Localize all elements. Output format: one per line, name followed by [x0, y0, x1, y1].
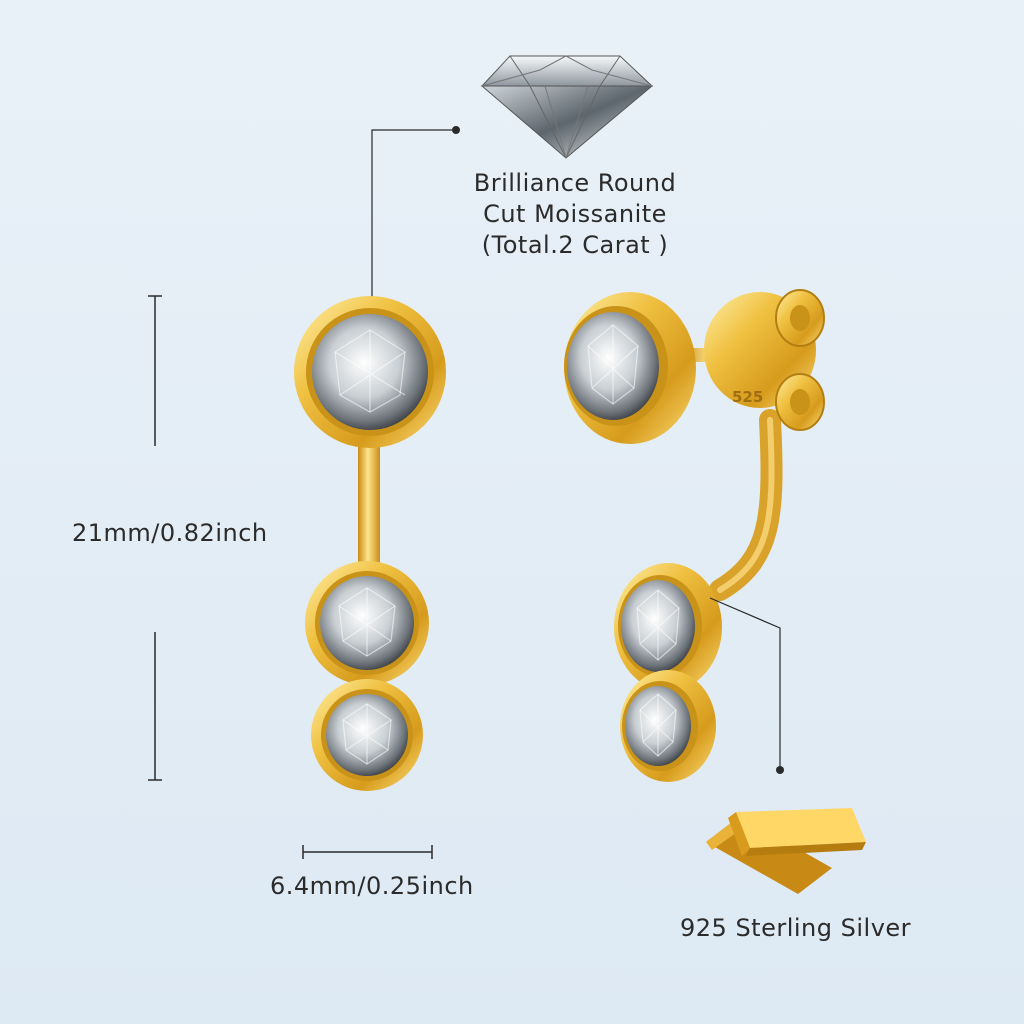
- 925-stamp: 525: [732, 388, 763, 406]
- earring-back-clutch: 525: [704, 289, 825, 431]
- earring-front-view: [294, 296, 446, 791]
- width-dimension-marker: [302, 845, 433, 859]
- gem-callout-line: [371, 126, 460, 345]
- gem-description-line1: Brilliance Round: [473, 169, 677, 197]
- material-label: 925 Sterling Silver: [680, 914, 912, 942]
- gem-description: Brilliance Round Cut Moissanite (Total.2…: [440, 168, 710, 261]
- gem-description-line3: (Total.2 Carat ): [481, 231, 669, 259]
- earring-side-view: 525: [564, 289, 825, 782]
- gem-description-line2: Cut Moissanite: [483, 200, 667, 228]
- width-dimension-label: 6.4mm/0.25inch: [270, 872, 474, 900]
- material-callout-line: [709, 597, 784, 774]
- height-dimension-marker: [148, 295, 162, 781]
- diamond-icon: [480, 55, 654, 160]
- gold-bar-icon: [706, 808, 866, 894]
- height-dimension-label: 21mm/0.82inch: [72, 519, 268, 547]
